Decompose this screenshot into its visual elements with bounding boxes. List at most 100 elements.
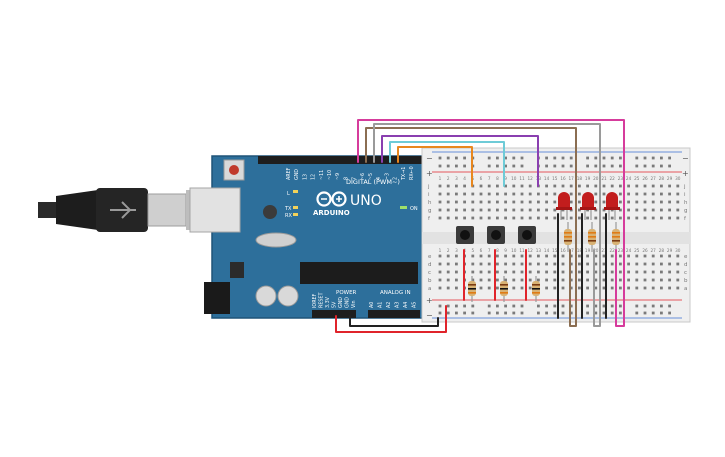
breadboard-hole[interactable] (446, 184, 450, 188)
breadboard-hole[interactable] (446, 192, 450, 196)
rail-hole[interactable] (668, 156, 671, 160)
breadboard-hole[interactable] (504, 216, 507, 220)
breadboard-hole[interactable] (610, 278, 614, 282)
rail-hole[interactable] (660, 156, 663, 160)
breadboard-hole[interactable] (438, 184, 442, 188)
rail-hole[interactable] (602, 304, 606, 308)
rail-hole[interactable] (537, 311, 540, 315)
breadboard-hole[interactable] (479, 208, 483, 212)
breadboard-hole[interactable] (496, 192, 499, 196)
breadboard-hole[interactable] (627, 184, 630, 188)
breadboard-hole[interactable] (512, 208, 516, 212)
breadboard-hole[interactable] (487, 254, 491, 258)
breadboard-hole[interactable] (479, 200, 483, 204)
breadboard-hole[interactable] (512, 254, 516, 258)
breadboard-hole[interactable] (504, 254, 507, 258)
rail-hole[interactable] (660, 164, 663, 168)
breadboard-hole[interactable] (578, 208, 581, 212)
breadboard-hole[interactable] (561, 254, 565, 258)
breadboard-hole[interactable] (463, 200, 466, 204)
breadboard-hole[interactable] (676, 216, 680, 220)
breadboard-hole[interactable] (578, 216, 581, 220)
breadboard-hole[interactable] (578, 270, 581, 274)
breadboard-hole[interactable] (651, 270, 655, 274)
breadboard-hole[interactable] (471, 200, 475, 204)
breadboard-hole[interactable] (651, 216, 655, 220)
breadboard-hole[interactable] (627, 262, 630, 266)
breadboard-hole[interactable] (676, 278, 680, 282)
breadboard-hole[interactable] (520, 254, 524, 258)
breadboard-hole[interactable] (438, 208, 442, 212)
breadboard-hole[interactable] (455, 216, 458, 220)
breadboard-hole[interactable] (471, 270, 475, 274)
breadboard-hole[interactable] (586, 286, 589, 290)
breadboard-hole[interactable] (512, 278, 516, 282)
rail-hole[interactable] (586, 164, 589, 168)
rail-hole[interactable] (610, 156, 614, 160)
breadboard-hole[interactable] (594, 184, 598, 188)
breadboard-hole[interactable] (619, 208, 622, 212)
breadboard-hole[interactable] (520, 200, 524, 204)
breadboard-hole[interactable] (635, 192, 639, 196)
breadboard-hole[interactable] (635, 208, 639, 212)
breadboard-hole[interactable] (496, 200, 499, 204)
breadboard-hole[interactable] (553, 216, 557, 220)
breadboard-hole[interactable] (569, 286, 573, 290)
rail-hole[interactable] (471, 304, 475, 308)
breadboard-hole[interactable] (463, 184, 466, 188)
breadboard-hole[interactable] (627, 270, 630, 274)
breadboard-hole[interactable] (651, 184, 655, 188)
breadboard-hole[interactable] (553, 254, 557, 258)
breadboard-hole[interactable] (545, 208, 548, 212)
breadboard-hole[interactable] (553, 184, 557, 188)
breadboard-hole[interactable] (668, 184, 671, 188)
breadboard-hole[interactable] (660, 184, 663, 188)
breadboard-hole[interactable] (643, 286, 647, 290)
breadboard-hole[interactable] (627, 278, 630, 282)
breadboard-hole[interactable] (438, 200, 442, 204)
rail-hole[interactable] (635, 156, 639, 160)
breadboard-hole[interactable] (520, 208, 524, 212)
rail-hole[interactable] (438, 311, 442, 315)
breadboard-hole[interactable] (586, 254, 589, 258)
resistor-2[interactable] (500, 276, 508, 302)
breadboard-hole[interactable] (635, 200, 639, 204)
breadboard-hole[interactable] (463, 192, 466, 196)
breadboard-hole[interactable] (668, 254, 671, 258)
rail-hole[interactable] (496, 164, 499, 168)
wire-orange[interactable] (397, 146, 473, 187)
breadboard-hole[interactable] (520, 286, 524, 290)
breadboard-hole[interactable] (643, 208, 647, 212)
resistor-5[interactable] (588, 222, 596, 252)
breadboard-hole[interactable] (438, 192, 442, 196)
breadboard-hole[interactable] (537, 278, 540, 282)
breadboard-hole[interactable] (512, 262, 516, 266)
breadboard-hole[interactable] (594, 254, 598, 258)
breadboard-hole[interactable] (578, 254, 581, 258)
resistor-3[interactable] (532, 276, 540, 302)
rail-hole[interactable] (463, 164, 466, 168)
rail-hole[interactable] (619, 311, 622, 315)
rail-hole[interactable] (504, 164, 507, 168)
rail-hole[interactable] (635, 311, 639, 315)
rail-hole[interactable] (496, 304, 499, 308)
resistor-1[interactable] (468, 276, 476, 302)
rail-hole[interactable] (455, 311, 458, 315)
breadboard-hole[interactable] (438, 270, 442, 274)
breadboard-hole[interactable] (643, 254, 647, 258)
breadboard-hole[interactable] (676, 208, 680, 212)
breadboard-hole[interactable] (545, 216, 548, 220)
breadboard-hole[interactable] (528, 184, 532, 188)
red-led-3[interactable] (604, 192, 620, 220)
breadboard-hole[interactable] (651, 262, 655, 266)
breadboard-hole[interactable] (545, 200, 548, 204)
rail-hole[interactable] (487, 311, 491, 315)
breadboard-hole[interactable] (668, 192, 671, 196)
rail-hole[interactable] (643, 156, 647, 160)
rail-hole[interactable] (586, 304, 589, 308)
breadboard-hole[interactable] (545, 278, 548, 282)
breadboard-hole[interactable] (602, 184, 606, 188)
breadboard-hole[interactable] (520, 278, 524, 282)
breadboard-hole[interactable] (668, 216, 671, 220)
breadboard-hole[interactable] (504, 208, 507, 212)
